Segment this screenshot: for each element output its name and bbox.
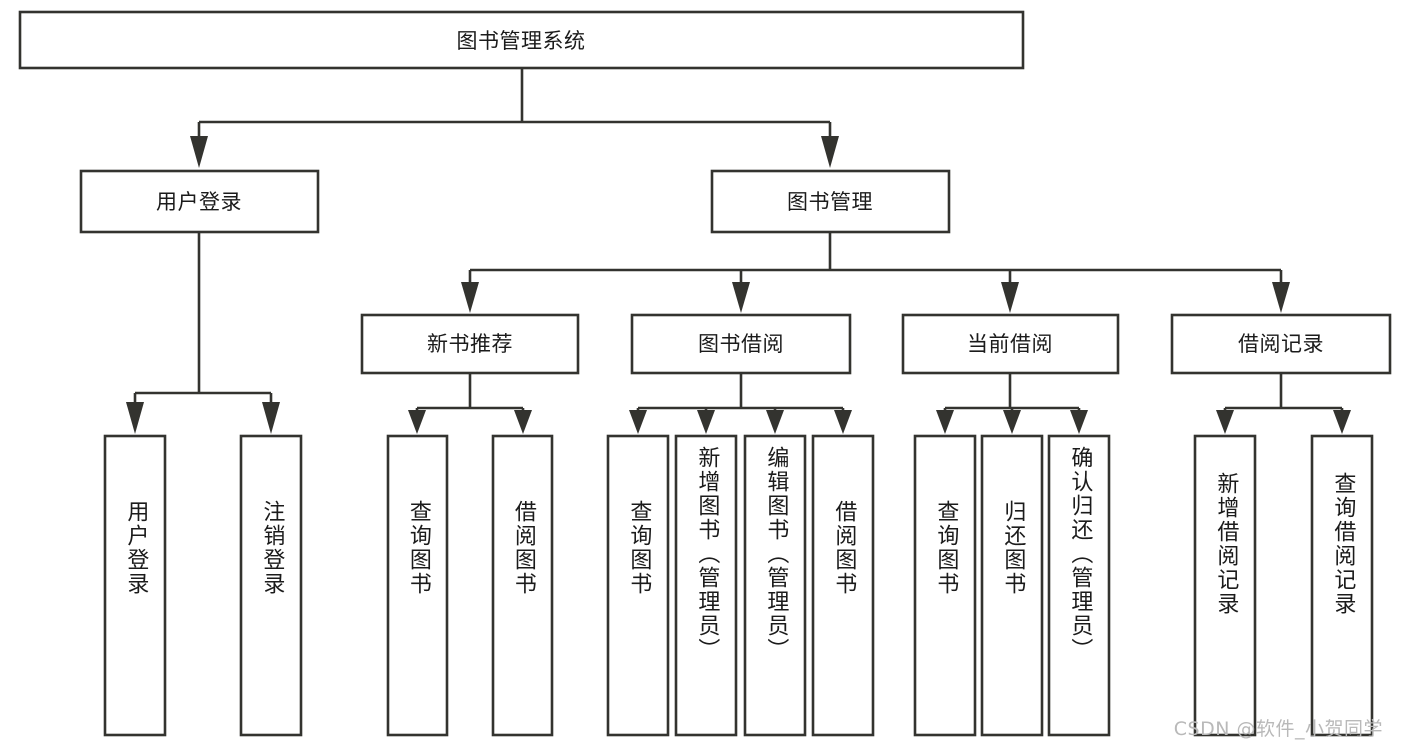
leaf-box-rect[interactable] [386, 434, 449, 737]
node-new-book-recommend[interactable]: 新书推荐 [360, 313, 580, 375]
leaf-box-rect[interactable] [980, 434, 1044, 737]
leaf-box-rect[interactable] [1047, 434, 1111, 737]
watermark-text: CSDN @软件_小贺同学 [1173, 718, 1383, 740]
arrow-head-icon [514, 410, 532, 434]
arrow-head-icon [1216, 410, 1234, 434]
node-box-rect [18, 10, 1025, 70]
node-borrow-record[interactable]: 借阅记录 [1170, 313, 1392, 375]
node-box-rect [630, 313, 852, 375]
arrow-head-icon [190, 136, 208, 168]
node-box-rect [901, 313, 1120, 375]
arrow-head-icon [834, 410, 852, 434]
leaf-box-rect[interactable] [103, 434, 167, 737]
node-box-rect [1170, 313, 1392, 375]
arrow-head-icon [1333, 410, 1351, 434]
leaf-box-rect[interactable] [1310, 434, 1374, 737]
leaf-box-rect[interactable] [491, 434, 554, 737]
node-user-login[interactable]: 用户登录 [79, 169, 320, 234]
connector-group-booksmgmt-to-level3 [461, 232, 1290, 313]
connector-group-newbook-to-leaves [408, 373, 532, 434]
leaf-box-rect[interactable] [1193, 434, 1257, 737]
connector-group-currentborrow-to-leaves [936, 373, 1088, 434]
leaf-box-rect[interactable] [811, 434, 875, 737]
arrow-head-icon [732, 282, 750, 313]
connector-group-userlogin-to-leaves [126, 232, 280, 434]
arrow-head-icon [1001, 282, 1019, 313]
leaf-box-rect[interactable] [674, 434, 738, 737]
arrow-head-icon [936, 410, 954, 434]
connector-group-root-to-level2 [190, 68, 839, 168]
node-book-borrow[interactable]: 图书借阅 [630, 313, 852, 375]
leaf-box-rect[interactable] [743, 434, 807, 737]
connector-group-bookborrow-to-leaves [629, 373, 852, 434]
node-book-management[interactable]: 图书管理 [710, 169, 951, 234]
arrow-head-icon [766, 410, 784, 434]
arrow-head-icon [262, 402, 280, 434]
node-current-borrow[interactable]: 当前借阅 [901, 313, 1120, 375]
leaf-box-rect[interactable] [913, 434, 977, 737]
node-label: 借阅记录 [1238, 332, 1324, 356]
node-label: 图书借阅 [698, 332, 784, 356]
arrow-head-icon [1272, 282, 1290, 313]
node-label: 当前借阅 [967, 332, 1053, 356]
connector-group-borrowrecord-to-leaves [1216, 373, 1351, 434]
node-label: 用户登录 [156, 190, 242, 214]
leaf-box-rect[interactable] [606, 434, 670, 737]
node-box-rect [79, 169, 320, 234]
node-box-rect [710, 169, 951, 234]
arrow-head-icon [821, 136, 839, 168]
node-box-rect [360, 313, 580, 375]
arrow-head-icon [1070, 410, 1088, 434]
node-label: 图书管理 [787, 190, 873, 214]
node-label: 图书管理系统 [457, 29, 586, 53]
node-root-system[interactable]: 图书管理系统 [18, 10, 1025, 70]
arrow-head-icon [697, 410, 715, 434]
leaf-box-rect[interactable] [239, 434, 303, 737]
arrow-head-icon [629, 410, 647, 434]
arrow-head-icon [1003, 410, 1021, 434]
arrow-head-icon [461, 282, 479, 313]
leaf-box-group [103, 434, 1374, 737]
arrow-head-icon [126, 402, 144, 434]
arrow-head-icon [408, 410, 426, 434]
node-label: 新书推荐 [427, 332, 513, 356]
